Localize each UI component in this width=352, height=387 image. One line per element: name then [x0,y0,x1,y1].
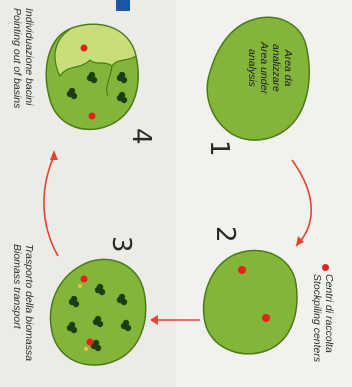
tree-icon-group [66,71,128,104]
step-number-1: 1 [204,140,234,157]
area-under-analysis-text: Area da analizzare Area under analysis [246,42,294,94]
blob-biomass-transport [49,258,147,366]
stockpiling-center-dot [238,266,246,274]
step-number-3: 3 [106,236,136,253]
caption-3-english: Biomass transport [11,244,23,329]
blob-1-line-2: analizzare [270,44,282,92]
caption-3-italian: Trasporto della biomassa [23,244,35,362]
basin-center-dot [88,112,96,120]
blob-1-line-1: Area da [282,49,294,87]
transport-point-dot [84,347,88,351]
blob-area-under-analysis [206,16,310,141]
legend-line-2: Stockpiling centers [311,274,323,363]
transport-point-dot [78,284,82,288]
basin-light-region [54,23,137,78]
step-number-2: 2 [210,226,240,243]
caption-step-3: Trasporto della biomassa Biomass transpo… [11,244,35,361]
tree-icon-group [66,283,132,352]
arrowhead-3-to-4 [50,150,58,160]
blob-stockpiling-centers [202,249,298,355]
step-number-4: 4 [126,128,156,145]
blob-1-line-3: Area under [258,42,270,94]
transport-point-dot [86,338,94,346]
arrow-3-to-4 [43,155,59,257]
caption-4-italian: Individuazione bacini [23,8,35,106]
legend-text: Centri di raccolta Stockpiling centers [311,274,335,362]
arrow-1-to-2 [291,159,312,247]
caption-4-english: Pointing out of basins [11,8,23,109]
legend-line-1: Centri di raccolta [323,274,335,353]
arrowhead-1-to-2 [296,236,304,246]
blob-1-line-4: analysis [246,49,258,87]
basin-center-dot [80,44,88,52]
legend-dot-icon [322,264,329,271]
basin-boundary-line [106,65,113,97]
stockpiling-center-dot [262,314,270,322]
blue-header-tab [116,0,130,11]
caption-step-4: Individuazione bacini Pointing out of ba… [11,8,35,108]
arrowhead-2-to-3 [150,315,158,325]
transport-point-dot [80,275,88,283]
